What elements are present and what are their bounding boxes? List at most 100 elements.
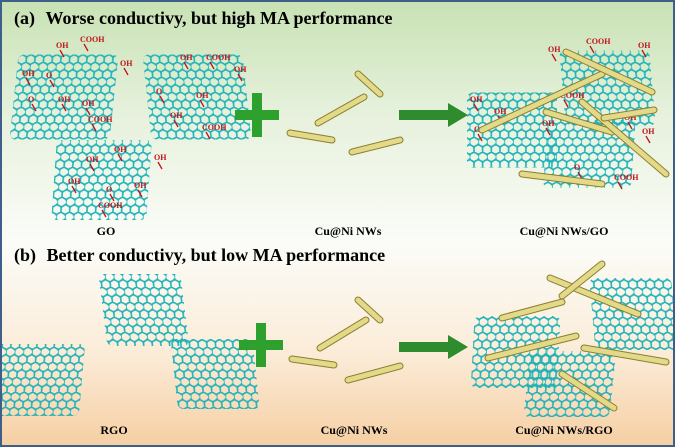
label-go: GO xyxy=(96,224,116,238)
functional-group-label: OH xyxy=(548,45,561,54)
functional-group-bond xyxy=(617,181,623,190)
functional-group-bond xyxy=(159,95,165,104)
functional-group-label: OH xyxy=(56,41,69,50)
functional-group-bond xyxy=(31,103,37,112)
nanowire xyxy=(485,333,579,361)
nanowire xyxy=(559,371,617,411)
label-nws-b: Cu@Ni NWs xyxy=(320,423,388,437)
functional-group-label: COOH xyxy=(88,115,113,124)
functional-group-bond xyxy=(117,153,123,162)
functional-group-bond xyxy=(83,43,89,52)
nanowire xyxy=(317,317,369,351)
label-rgo: RGO xyxy=(100,423,128,437)
graphene-sheet xyxy=(467,92,557,168)
functional-group-label: OH xyxy=(542,119,555,128)
operators xyxy=(235,93,468,367)
functional-group-bond xyxy=(205,131,211,140)
nanowire xyxy=(519,171,605,187)
nanowire xyxy=(559,261,605,299)
nanowires xyxy=(286,48,670,412)
nanowire xyxy=(315,94,367,126)
label-composite-rgo: Cu@Ni NWs/RGO xyxy=(515,423,613,437)
functional-group-label: OH xyxy=(154,153,167,162)
nanowire xyxy=(345,363,403,383)
functional-group-label: COOH xyxy=(80,35,105,44)
functional-group-bond xyxy=(59,49,65,58)
functional-group-label: O xyxy=(28,95,34,104)
label-composite-go: Cu@Ni NWs/GO xyxy=(519,224,609,238)
arrow-icon xyxy=(399,110,450,120)
functional-group-label: OH xyxy=(22,69,35,78)
functional-group-bond xyxy=(137,189,143,198)
functional-group-label: O xyxy=(46,71,52,80)
nanowire xyxy=(543,109,615,135)
nanowire xyxy=(479,71,605,133)
functional-group-bond xyxy=(101,209,107,218)
functional-group-bond xyxy=(551,53,557,62)
nanowire xyxy=(289,356,337,368)
graphene-sheet xyxy=(171,339,260,409)
nanowire xyxy=(581,345,669,365)
panel-b-title: Better conductivy, but low MA performanc… xyxy=(46,245,386,265)
functional-group-label: OH xyxy=(120,59,133,68)
functional-group-bond xyxy=(545,127,551,136)
functional-group-bond xyxy=(109,193,115,202)
functional-group-label: OH xyxy=(58,95,71,104)
nanowire xyxy=(349,137,403,155)
graphene-sheet xyxy=(523,351,616,417)
functional-group-bond xyxy=(85,107,91,116)
arrow-head-icon xyxy=(448,103,468,127)
graphene-sheet xyxy=(543,120,636,188)
functional-group-label: OH xyxy=(82,99,95,108)
functional-group-bond xyxy=(49,79,55,88)
arrow-icon xyxy=(399,342,450,352)
functional-group-label: COOH xyxy=(202,123,227,132)
panel-a-letter: (a) xyxy=(14,8,35,28)
functional-group-label: O xyxy=(156,87,162,96)
functional-group-bond xyxy=(89,163,95,172)
functional-group-bond xyxy=(123,67,129,76)
functional-group-label: COOH xyxy=(560,91,585,100)
panel-a-title: Worse conductivy, but high MA performanc… xyxy=(45,8,393,28)
functional-group-bond xyxy=(199,99,205,108)
nanowire xyxy=(563,49,655,95)
functional-group-label: OH xyxy=(134,181,147,190)
graphene-sheet xyxy=(2,344,85,416)
functional-group-bond xyxy=(589,45,595,54)
functional-group-label: OH xyxy=(196,91,209,100)
functional-group-label: OH xyxy=(114,145,127,154)
panel-b-letter: (b) xyxy=(14,245,36,265)
functional-group-bond xyxy=(477,133,483,142)
functional-group-bond xyxy=(183,61,189,70)
functional-group-label: OH xyxy=(624,113,637,122)
panel-a-heading: (a) Worse conductivy, but high MA perfor… xyxy=(14,8,393,29)
nanowire xyxy=(355,71,383,97)
graphene-sheet xyxy=(143,54,251,140)
arrow-head-icon xyxy=(448,335,468,359)
graphene-sheet xyxy=(10,54,118,140)
functional-group-label: COOH xyxy=(586,37,611,46)
functional-group-label: OH xyxy=(170,111,183,120)
nanowire xyxy=(601,107,657,121)
functional-group-bond xyxy=(563,99,569,108)
functional-group-bond xyxy=(91,123,97,132)
functional-group-label: OH xyxy=(180,53,193,62)
nanowire xyxy=(355,297,383,323)
functional-group-bond xyxy=(645,135,651,144)
functional-group-label: OH xyxy=(86,155,99,164)
label-nws-a: Cu@Ni NWs xyxy=(314,224,382,238)
functional-group-bond xyxy=(157,161,163,170)
functional-group-bond xyxy=(209,61,215,70)
functional-group-label: O xyxy=(474,125,480,134)
functional-group-bond xyxy=(25,77,31,86)
graphene-sheet xyxy=(99,274,189,346)
functional-group-bond xyxy=(61,103,67,112)
functional-group-label: OH xyxy=(638,41,651,50)
functional-group-label: O xyxy=(574,163,580,172)
functional-group-label: OH xyxy=(68,177,81,186)
functional-groups: OH COOH OH O OH O OH OH OH COOH O OH OH OH COOH COOH OH O… xyxy=(22,35,655,218)
functional-group-bond xyxy=(627,121,633,130)
nanowire xyxy=(499,299,565,321)
